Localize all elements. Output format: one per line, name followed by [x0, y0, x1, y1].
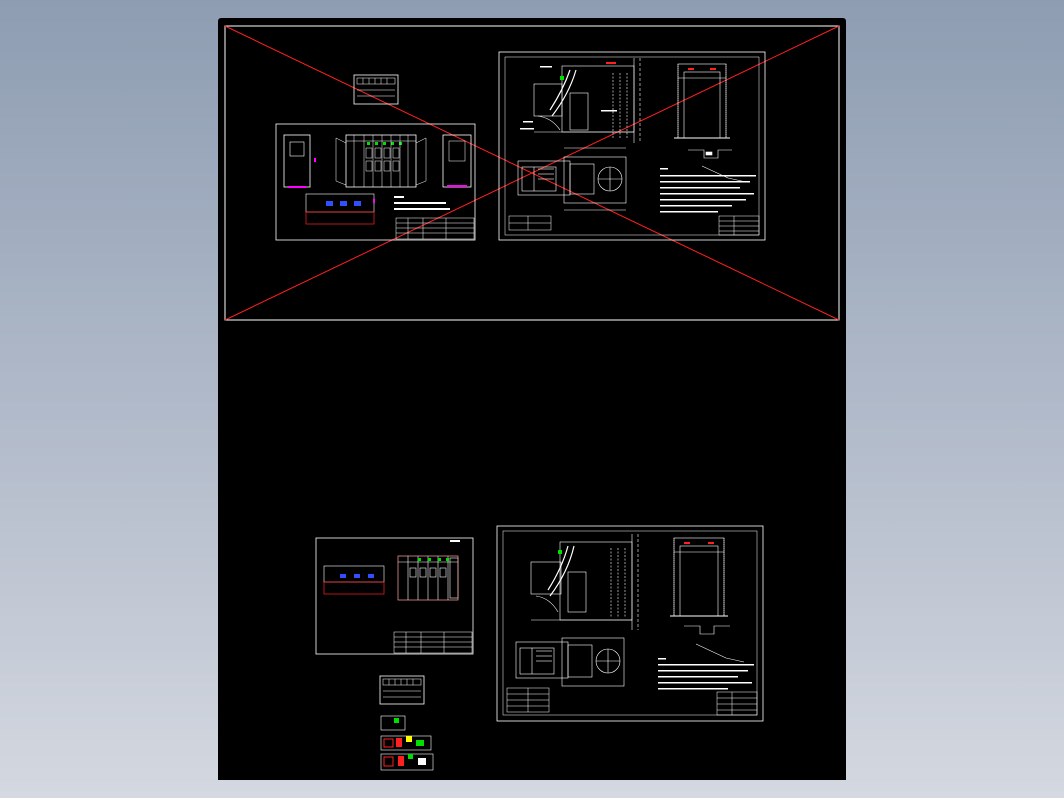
cabinet-side-left: [283, 134, 311, 188]
indicator-lamps: [367, 142, 402, 145]
switchgear-front-bottom: [397, 555, 459, 601]
switchgear-sheet-bottom[interactable]: [315, 537, 474, 655]
foundation-section: [533, 58, 641, 143]
parts-table-bottom: [506, 687, 550, 713]
foundation-notes: [660, 168, 756, 213]
foundation-section-bottom: [530, 534, 639, 630]
bottom-legend-block: [379, 675, 425, 705]
sheet-border: [498, 51, 766, 241]
sheet-border: [315, 537, 474, 655]
symbol-legend: [380, 715, 434, 771]
title-block-bottom-left: [393, 631, 473, 654]
cross-out-line-2: [224, 25, 840, 321]
section-dim-labels: [520, 66, 617, 130]
foundation-elevation-bottom: [670, 537, 728, 617]
foundation-notes-bottom: [658, 658, 754, 690]
foundation-sheet-top[interactable]: [498, 51, 766, 241]
switchgear-front: [345, 134, 417, 188]
title-block-bottom-right: [716, 691, 758, 716]
top-legend-block: [353, 74, 399, 105]
sheet-border: [275, 123, 476, 241]
plan-view-bottom: [323, 565, 385, 595]
switchgear-notes: [394, 196, 450, 210]
title-block-switchgear: [395, 217, 475, 240]
foundation-elevation: [674, 63, 730, 139]
switchgear-sheet-top[interactable]: [275, 123, 476, 241]
drawing-svg: [224, 25, 840, 771]
foundation-plan-bottom: [515, 637, 625, 687]
foundation-sheet-bottom[interactable]: [496, 525, 764, 722]
top-frame[interactable]: [224, 25, 840, 321]
sheet-border: [496, 525, 764, 722]
detail-view: [688, 149, 747, 183]
cad-drawing-canvas[interactable]: [218, 18, 846, 780]
foundation-plan: [517, 147, 627, 211]
top-frame-border: [224, 25, 840, 321]
detail-view-bottom: [684, 625, 745, 663]
parts-table: [508, 215, 552, 231]
title-block-foundation: [718, 215, 760, 236]
